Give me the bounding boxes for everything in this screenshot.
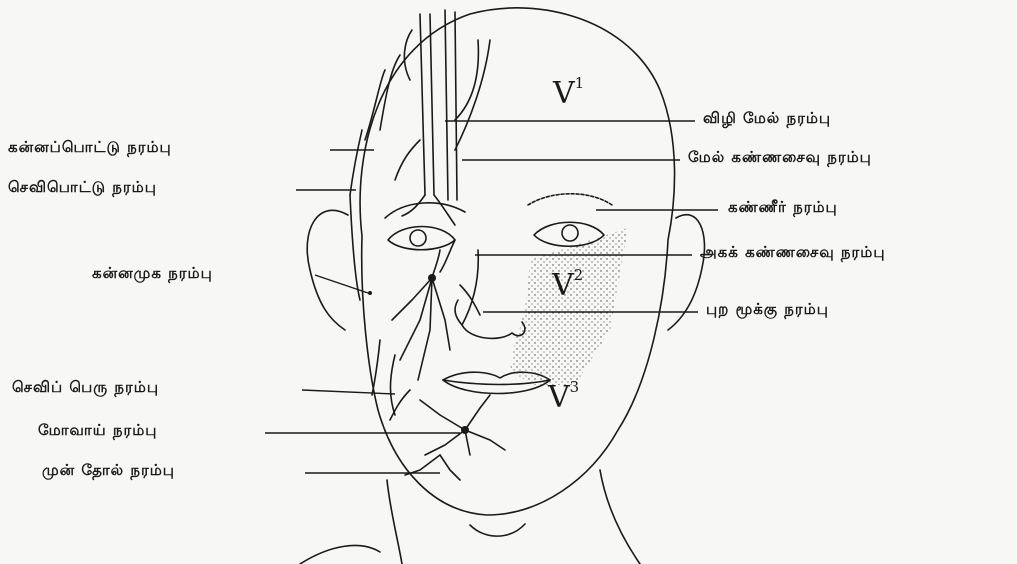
label-auriculotemporal-nerve: செவிபொட்டு நரம்பு — [8, 178, 157, 198]
neck-left — [387, 480, 402, 564]
region-v2-base: V — [552, 268, 574, 303]
label-supraorbital-nerve: விழி மேல் நரம்பு — [703, 109, 831, 129]
left-ear — [307, 210, 348, 330]
region-v1: V1 — [553, 76, 584, 111]
region-v3: V3 — [548, 380, 579, 415]
nose — [462, 250, 525, 338]
right-ear — [668, 215, 704, 330]
label-external-nasal-nerve: புற மூக்கு நரம்பு — [706, 300, 829, 320]
label-zygomaticotemporal-nerve: கன்னப்பொட்டு நரம்பு — [8, 138, 172, 158]
label-mental-nerve: மோவாய் நரம்பு — [38, 421, 157, 441]
label-zygomaticofacial-nerve: கன்னமுக நரம்பு — [92, 264, 213, 284]
label-anterior-cutaneous-nerve: முன் தோல் நரம்பு — [42, 461, 175, 481]
collar-left — [300, 546, 380, 564]
region-v2-sup: 2 — [574, 266, 584, 284]
v2-shaded-region — [510, 228, 628, 385]
label-great-auricular-nerve: செவிப் பெரு நரம்பு — [12, 378, 159, 398]
left-eyebrow — [385, 203, 465, 218]
region-v1-base: V — [553, 76, 575, 111]
right-eyebrow — [528, 194, 612, 205]
label-lacrimal-nerve: கண்ணீர் நரம்பு — [728, 198, 838, 218]
region-v2: V2 — [552, 268, 583, 303]
region-v3-sup: 3 — [570, 378, 580, 396]
region-v3-base: V — [548, 380, 570, 415]
head-outline — [360, 8, 674, 515]
neck-right — [600, 470, 640, 564]
region-v1-sup: 1 — [575, 74, 585, 92]
label-supratrochlear-nerve: மேல் கண்ணசைவு நரம்பு — [688, 148, 872, 168]
chin-line — [470, 524, 525, 536]
label-infratrochlear-nerve: அகக் கண்ணசைவு நரம்பு — [700, 243, 886, 263]
